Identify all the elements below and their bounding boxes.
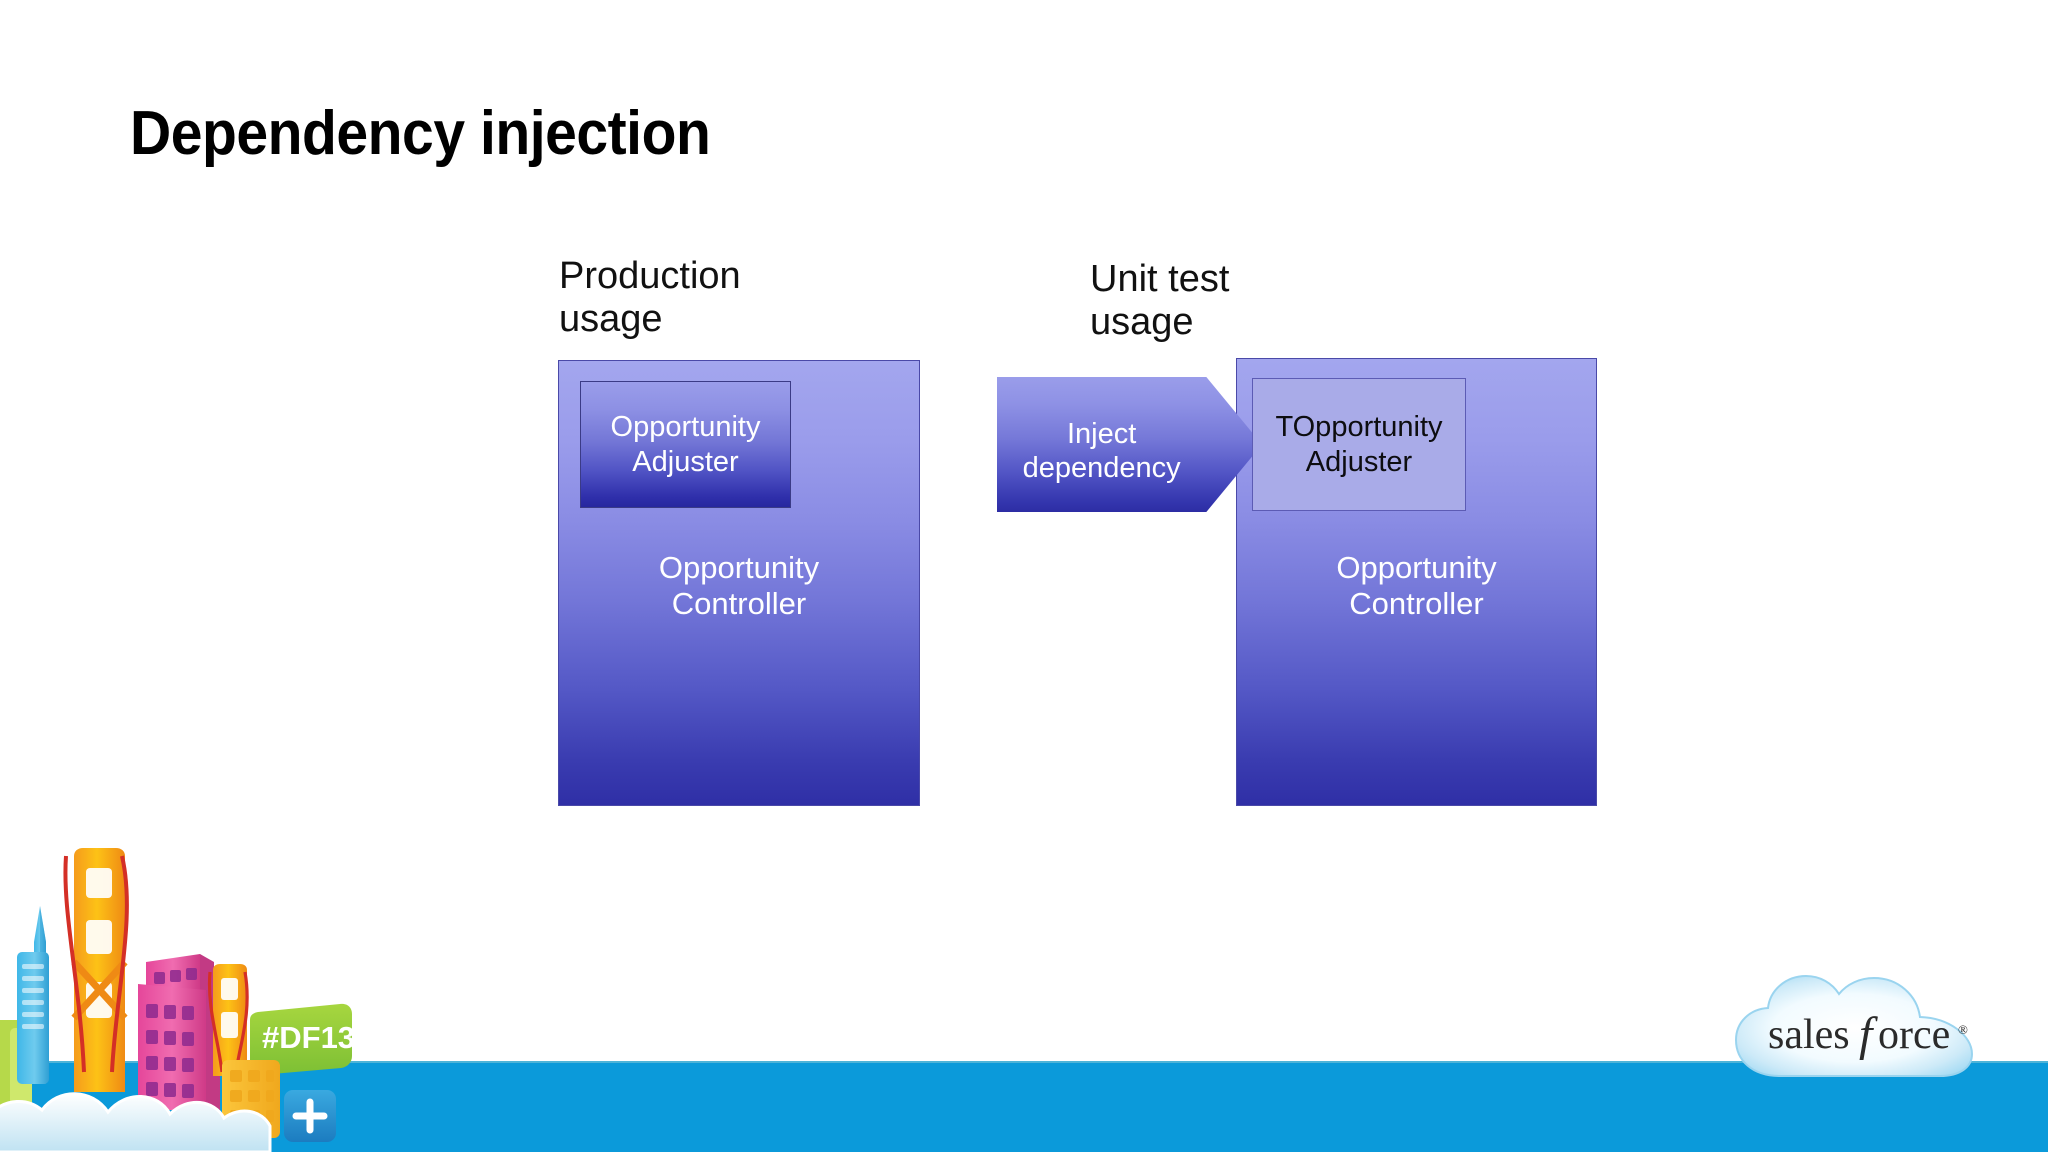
unit-test-usage-caption: Unit test usage xyxy=(1090,258,1230,343)
production-usage-caption: Production usage xyxy=(559,255,741,340)
salesforce-logo: sales f orce ® xyxy=(1728,960,1988,1100)
blue-tower xyxy=(17,906,49,1084)
footer-bar-edge xyxy=(0,1061,2048,1064)
opportunity-controller-unittest-label: Opportunity Controller xyxy=(1336,550,1497,622)
golden-gate-bridge-tower-small xyxy=(207,964,249,1076)
inject-dependency-arrow: Inject dependency xyxy=(997,377,1262,512)
opportunity-adjuster-box: Opportunity Adjuster xyxy=(580,381,791,508)
svg-text:®: ® xyxy=(1958,1022,1968,1037)
opportunity-adjuster-label: Opportunity Adjuster xyxy=(610,411,761,478)
inject-dependency-label: Inject dependency xyxy=(1022,418,1181,485)
svg-text:sales: sales xyxy=(1768,1012,1850,1058)
svg-text:orce: orce xyxy=(1878,1012,1950,1058)
topportunity-adjuster-box: TOpportunity Adjuster xyxy=(1252,378,1466,511)
df13-badge-text: #DF13 xyxy=(262,1020,355,1055)
page-title: Dependency injection xyxy=(130,99,711,168)
cloud-shape xyxy=(1734,974,1974,1077)
salesforce-wordmark: sales f orce ® xyxy=(1768,1008,1968,1061)
topportunity-adjuster-label: TOpportunity Adjuster xyxy=(1275,411,1443,478)
golden-gate-bridge-tower xyxy=(63,848,129,1092)
opportunity-controller-production-label: Opportunity Controller xyxy=(658,550,820,622)
